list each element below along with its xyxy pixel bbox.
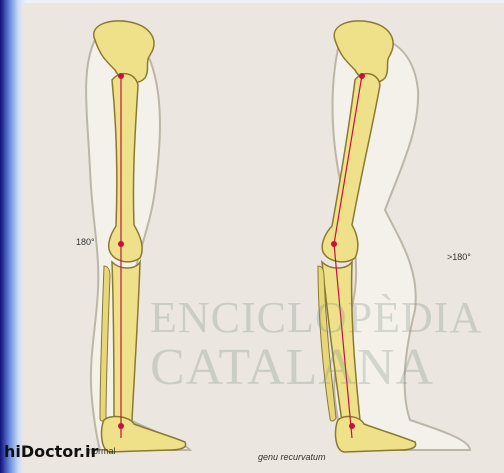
right-hip-point [359,73,365,79]
site-logo-text: hiDoctor.ir [4,442,98,461]
left-knee-point [118,241,124,247]
right-knee-point [331,241,337,247]
left-ankle-point [118,423,124,429]
right-ankle-point [349,423,355,429]
angle-label-left: 180° [76,237,95,247]
left-tibia [112,262,140,427]
caption-genu-recurvatum: genu recurvatum [258,452,326,462]
left-hip-point [118,73,124,79]
angle-label-right: >180° [447,252,471,262]
